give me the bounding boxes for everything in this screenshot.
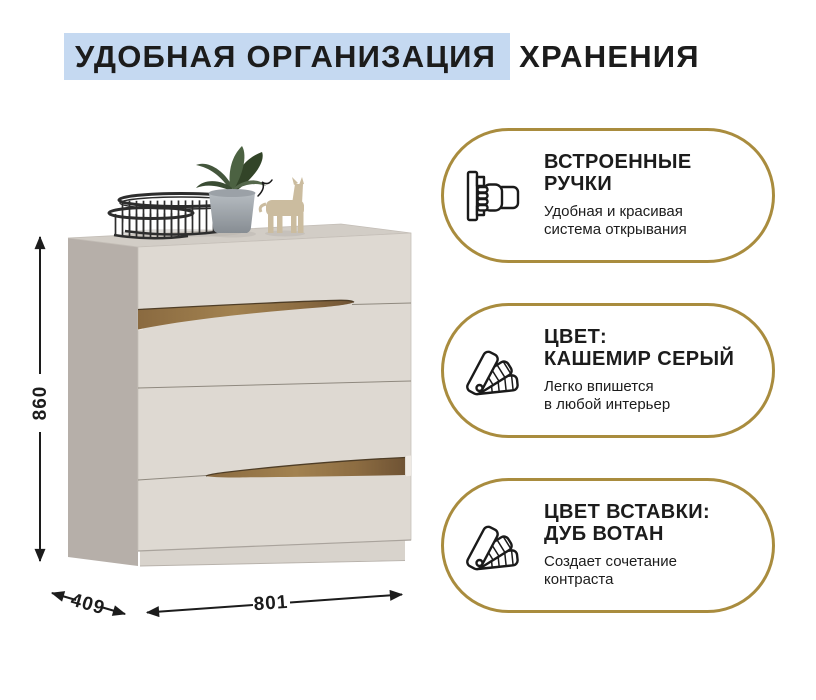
dresser-plinth	[140, 540, 405, 566]
callout-built-in-handles: ВСТРОЕННЫЕ РУЧКИ Удобная и красивая сист…	[441, 128, 775, 263]
plant-pot	[196, 146, 273, 233]
callout-title-line: КАШЕМИР СЕРЫЙ	[544, 348, 735, 371]
color-swatch-fan-icon	[458, 341, 530, 401]
horse-figurine	[258, 177, 304, 233]
title-highlighted-text: УДОБНАЯ ОРГАНИЗАЦИЯ	[64, 33, 511, 80]
callout-body-line: контраста	[544, 571, 614, 589]
dresser	[67, 223, 412, 567]
callout-body-line: Создает сочетание	[544, 552, 677, 570]
title-rest-text: ХРАНЕНИЯ	[519, 38, 700, 74]
callout-title-line: ЦВЕТ ВСТАВКИ:	[544, 500, 711, 523]
callout-title-line: ВСТРОЕННЫЕ	[544, 150, 692, 173]
top-decorations	[107, 146, 305, 240]
drawer-handle-insert-bottom	[205, 455, 411, 478]
callout-body-line: система открывания	[544, 221, 687, 239]
callout-body-line: Легко впишется	[544, 377, 654, 395]
depth-dimension-label: 409	[68, 590, 107, 620]
callout-insert-color-wotan-oak: ЦВЕТ ВСТАВКИ: ДУБ ВОТАН Создает сочетани…	[441, 478, 775, 613]
drawer-gap-line	[137, 380, 412, 389]
width-dimension-label: 801	[253, 592, 289, 615]
hand-grip-handle-icon	[458, 166, 530, 226]
dresser-front	[137, 232, 412, 552]
height-dimension-label: 860	[30, 386, 51, 421]
height-dimension: 860	[30, 235, 51, 563]
callout-title-line: ДУБ ВОТАН	[544, 523, 664, 546]
width-dimension: 801	[145, 589, 404, 618]
callout-body-line: Удобная и красивая	[544, 202, 683, 220]
page-title: УДОБНАЯ ОРГАНИЗАЦИЯ ХРАНЕНИЯ	[64, 33, 700, 80]
dresser-side-panel	[68, 238, 138, 566]
callout-body-line: в любой интерьер	[544, 396, 671, 414]
callout-color-cashmere-gray: ЦВЕТ: КАШЕМИР СЕРЫЙ Легко впишется в люб…	[441, 303, 775, 438]
drawer-handle-insert-top	[137, 299, 355, 331]
depth-dimension: 409	[50, 590, 127, 620]
color-swatch-fan-icon	[458, 516, 530, 576]
callout-title-line: РУЧКИ	[544, 173, 613, 196]
callout-title-line: ЦВЕТ:	[544, 325, 608, 348]
